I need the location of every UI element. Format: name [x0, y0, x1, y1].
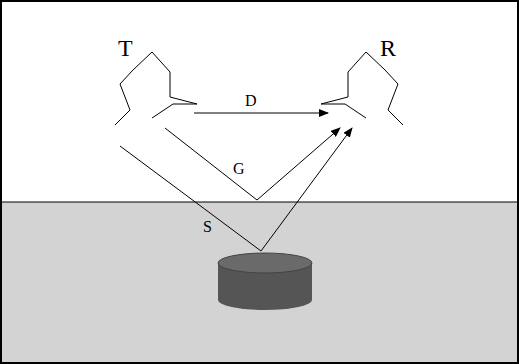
ground-region [0, 202, 519, 364]
signal-rays [120, 128, 352, 251]
antenna-node: R [328, 36, 396, 126]
antenna-label: T [118, 36, 194, 60]
transmitter-horn [115, 52, 197, 125]
object-top [218, 253, 312, 273]
path-label: S [203, 219, 212, 235]
path-label: G [233, 161, 245, 177]
direct-path-arrow [194, 113, 328, 114]
ground-surface [0, 202, 519, 203]
antenna-node: T [118, 36, 194, 126]
receiver-horn [321, 52, 403, 125]
path-label: D [245, 93, 257, 109]
antenna-label: R [328, 36, 396, 60]
